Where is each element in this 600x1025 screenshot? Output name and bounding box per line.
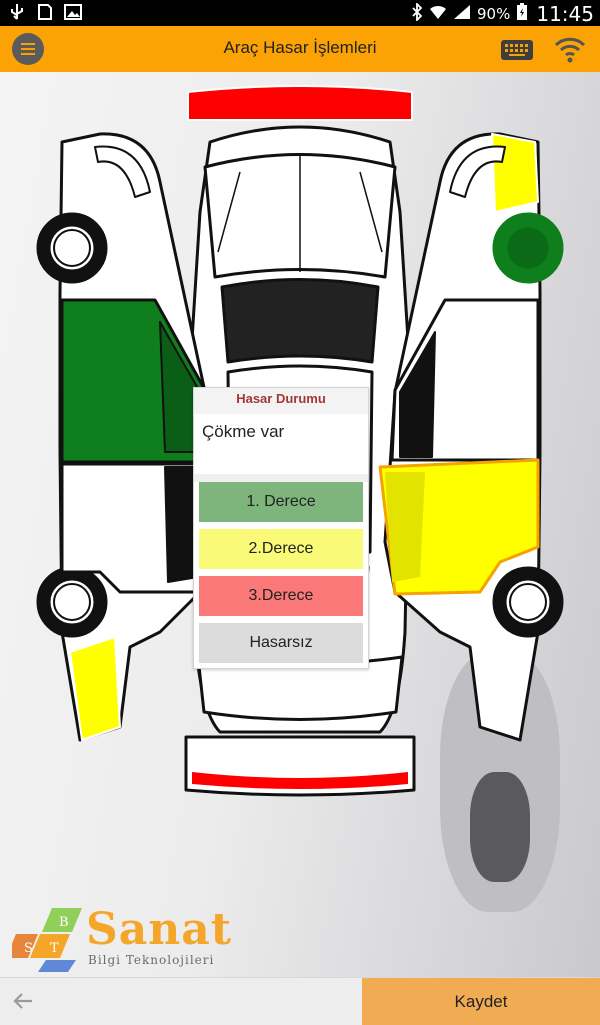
sim-card-icon <box>36 3 54 21</box>
logo-subtitle: Bilgi Teknolojileri <box>88 953 215 967</box>
logo-letter-b: B <box>59 915 69 930</box>
degree-1-button[interactable]: 1. Derece <box>199 482 363 522</box>
page-title: Araç Hasar İşlemleri <box>223 38 377 57</box>
front-bumper[interactable] <box>187 85 413 121</box>
logo-name: Sanat <box>86 904 233 955</box>
logo-letter-s: S <box>24 941 33 956</box>
battery-percent: 90% <box>477 5 511 23</box>
status-bar: 90% 11:45 <box>0 0 600 26</box>
logo-letter-t: T <box>50 941 59 956</box>
damage-status-dialog: Hasar Durumu Çökme var 1. Derece 2.Derec… <box>193 387 369 669</box>
dialog-title: Hasar Durumu <box>236 391 326 406</box>
keyboard-icon[interactable] <box>501 40 533 60</box>
dialog-message: Çökme var <box>202 422 285 441</box>
usb-icon <box>8 3 26 21</box>
back-arrow-icon[interactable] <box>10 988 36 1014</box>
company-logo: B S T <box>12 908 82 972</box>
dialog-header <box>194 388 368 414</box>
degree-2-button[interactable]: 2.Derece <box>199 529 363 569</box>
image-icon <box>64 3 82 21</box>
windshield[interactable] <box>220 278 380 364</box>
signal-icon <box>453 4 471 24</box>
battery-icon <box>516 3 528 25</box>
wifi-icon[interactable] <box>553 34 587 64</box>
left-rear-fender[interactable] <box>69 636 121 741</box>
bluetooth-icon <box>411 1 423 25</box>
save-button[interactable]: Kaydet <box>362 978 600 1025</box>
dialog-divider <box>194 474 368 482</box>
degree-3-button[interactable]: 3.Derece <box>199 576 363 616</box>
wifi-status-icon <box>429 4 447 24</box>
no-damage-button[interactable]: Hasarsız <box>199 623 363 663</box>
menu-icon[interactable] <box>12 33 44 65</box>
app-bar: Araç Hasar İşlemleri <box>0 26 600 72</box>
clock: 11:45 <box>536 2 594 26</box>
bottom-bar: Kaydet <box>0 977 600 1025</box>
